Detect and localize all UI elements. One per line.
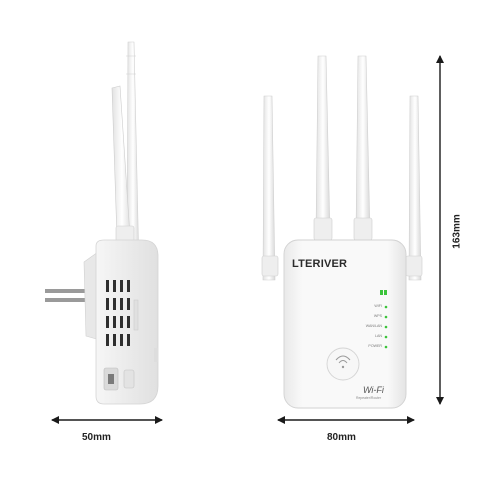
led-label-wan-lan: WAN/LAN [365, 324, 382, 328]
brand-logo-text: LTERIVER [292, 258, 348, 270]
front-view-device [261, 55, 423, 409]
led-label-lan: LAN [375, 334, 382, 338]
depth-label: 50mm [82, 432, 111, 443]
plug-prong-top [45, 289, 87, 293]
height-label: 163mm [451, 214, 463, 249]
led-label-wps: WPS [373, 314, 382, 318]
side-view-device [45, 41, 159, 405]
front-antenna-inner-right [355, 55, 371, 235]
width-label: 80mm [327, 432, 356, 443]
status-leds [380, 290, 388, 349]
wps-button [326, 347, 360, 381]
led-label-wifi: WIFI [374, 304, 382, 308]
front-antenna-outer-right [408, 95, 422, 281]
wifi-logo: Wi-Fi [363, 385, 384, 395]
plug-prong-bottom [45, 298, 87, 302]
side-vents [106, 280, 130, 346]
wifi-subtitle: Repeater/Router [356, 396, 382, 400]
front-antenna-outer-left [262, 95, 276, 281]
led-label-power: POWER [368, 344, 382, 348]
front-body [283, 239, 407, 409]
side-port-2 [123, 369, 135, 389]
front-antenna-inner-left [315, 55, 331, 235]
